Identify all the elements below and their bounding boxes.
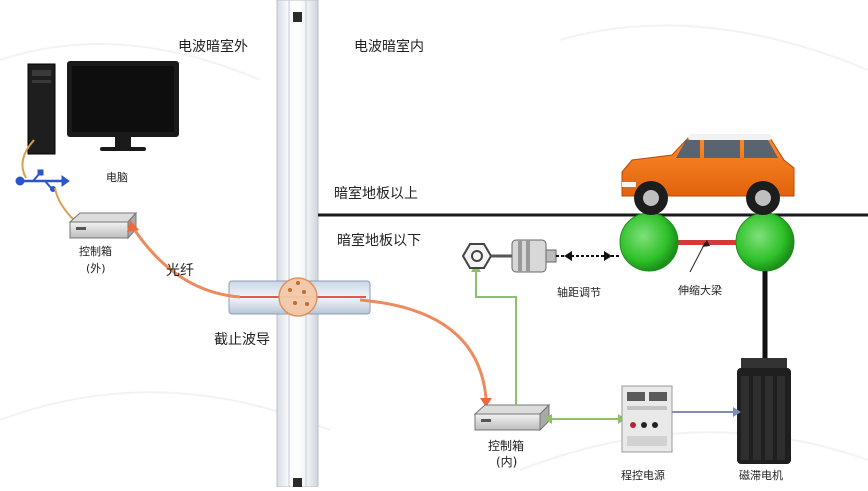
label-controller-inside: 控制箱 [488, 439, 525, 453]
label-wheelbase-adjust: 轴距调节 [557, 286, 601, 299]
label-controller-inside-sub: (内) [496, 455, 518, 469]
label-magnetic-motor: 磁滞电机 [739, 469, 783, 482]
sensor-icon [461, 243, 493, 269]
label-computer: 电脑 [106, 171, 128, 184]
usb-cable-lower [54, 187, 77, 223]
power-supply-icon [621, 385, 673, 453]
cutoff-waveguide [228, 277, 371, 317]
label-above-floor: 暗室地板以上 [334, 186, 418, 202]
label-below-floor: 暗室地板以下 [337, 233, 421, 249]
fiber-optic-inside [359, 298, 488, 399]
car-icon [621, 134, 795, 215]
power-link [544, 414, 626, 424]
monitor-icon [67, 61, 179, 151]
roller-icon-front [619, 212, 679, 272]
sensor-cable [475, 268, 517, 405]
computer-tower-icon [27, 63, 56, 155]
usb-icon [15, 169, 70, 192]
label-waveguide: 截止波导 [214, 332, 270, 348]
label-outside-chamber: 电波暗室外 [178, 39, 248, 55]
motor-icon [737, 358, 791, 464]
label-remote-power: 程控电源 [621, 469, 665, 482]
label-controller-outside: 控制箱 [79, 245, 112, 258]
controller-box-outside [68, 211, 138, 240]
roller-icon-rear [735, 212, 795, 272]
fiber-optic-outside [130, 225, 241, 299]
usb-cable [21, 139, 35, 179]
label-telescopic-beam: 伸缩大梁 [678, 284, 722, 297]
label-fiber: 光纤 [166, 263, 194, 279]
telescopic-beam-bar [678, 240, 740, 245]
controller-box-inside [473, 403, 551, 432]
wheelbase-motor-icon [511, 239, 557, 273]
chamber-wall [276, 0, 319, 488]
fiber-arrowhead-up [127, 220, 139, 232]
fiber-arrowhead-down [480, 398, 492, 407]
label-inside-chamber: 电波暗室内 [354, 39, 424, 55]
label-controller-outside-sub: (外) [86, 262, 106, 275]
